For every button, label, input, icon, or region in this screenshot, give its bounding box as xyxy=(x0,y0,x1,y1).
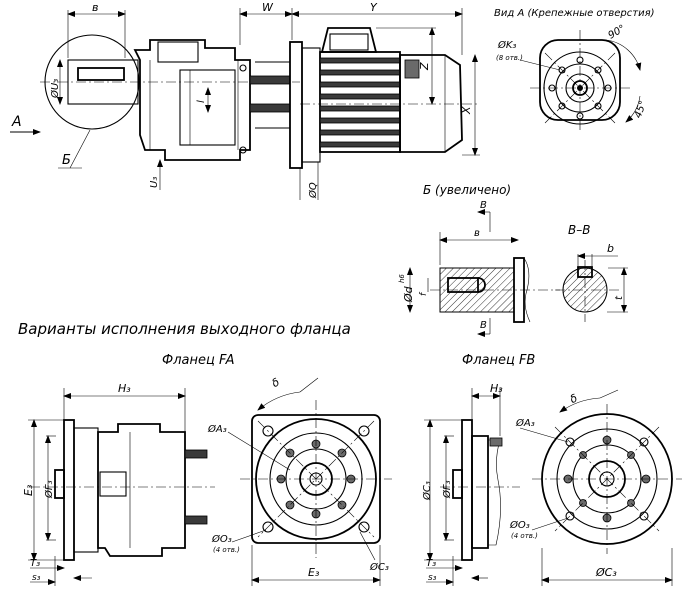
c3-fb-bottom: ØC₃ xyxy=(595,566,617,579)
a3-fa: ØA₃ xyxy=(207,423,227,435)
flange-fb-title: Фланец FB xyxy=(462,353,535,368)
motor-body xyxy=(319,51,401,153)
dim-l: l xyxy=(196,100,207,103)
dim-b-top: в xyxy=(92,1,98,14)
t3-fa: T₃ xyxy=(30,558,40,569)
shaft-key xyxy=(77,67,125,81)
dim-f: f xyxy=(419,291,429,296)
kz-count: (8 отв.) xyxy=(496,54,523,62)
view-a-title: Вид A (Крепежные отверстия) xyxy=(494,8,655,19)
variants-title: Варианты исполнения выходного фланца xyxy=(18,320,351,338)
f3-fa: ØF₃ xyxy=(43,480,55,499)
h3-fb: H₃ xyxy=(490,382,503,395)
dim-w: W xyxy=(262,1,274,14)
flange-fa-title: Фланец FA xyxy=(162,353,235,368)
main-side-view: в W Y Z X l ØU₃ U₃ ØQ A Б xyxy=(10,1,480,200)
dim-x: X xyxy=(460,106,473,115)
dim-b-small: b xyxy=(607,242,614,255)
c3-fb-vert: ØC₃ xyxy=(421,481,433,501)
dim-t: t xyxy=(614,295,625,300)
f3-fb: ØF₃ xyxy=(441,480,453,499)
s3-fa: s₃ xyxy=(32,573,41,583)
h3-fa: H₃ xyxy=(118,382,131,395)
flange-fb-side: H₃ ØC₃ ØF₃ T₃ s₃ xyxy=(421,382,520,586)
e3-bottom: E₃ xyxy=(308,566,320,579)
o3-fb-count: (4 отв.) xyxy=(511,532,538,540)
section-title: В–В xyxy=(568,223,590,237)
angle-45: 45° xyxy=(633,99,649,119)
view-a: Вид A (Крепежные отверстия) 90° 45° ØK₃ … xyxy=(494,8,655,130)
delta-fb: δ xyxy=(568,391,580,406)
section-bb: В–В b t xyxy=(555,223,628,322)
delta-fa: δ xyxy=(270,375,283,390)
dim-d: Ød xyxy=(402,285,415,303)
dim-q: ØQ xyxy=(307,182,319,199)
o3-fb: ØO₃ xyxy=(509,519,530,531)
arrow-a-label: A xyxy=(11,114,22,130)
o3-fa: ØO₃ xyxy=(211,533,232,545)
detail-b-title: Б (увеличено) xyxy=(423,183,511,197)
detail-b-enlarged: Б (увеличено) В в Ød h6 f В xyxy=(398,183,560,337)
section-b-bottom: В xyxy=(480,320,487,331)
e3-vert: E₃ xyxy=(22,484,35,496)
dim-z: Z xyxy=(418,62,431,71)
flange-fb-front: δ ØA₃ ØO₃ (4 отв.) ØC₃ xyxy=(509,389,682,586)
reducer-body xyxy=(133,39,251,161)
t3-fb: T₃ xyxy=(426,558,436,569)
kz-label: ØK₃ xyxy=(497,39,516,51)
dim-u3-vert: ØU₃ xyxy=(49,79,61,99)
dim-b-detail: в xyxy=(474,228,480,239)
dim-y: Y xyxy=(370,1,378,14)
a3-fb: ØA₃ xyxy=(515,417,535,429)
dim-u3: U₃ xyxy=(149,177,160,188)
angle-90: 90° xyxy=(606,23,627,41)
terminal-box xyxy=(320,27,378,53)
flange-fa-side: H₃ E₃ ØF₃ T₃ s₃ xyxy=(22,382,215,586)
c3-fa: ØC₃ xyxy=(369,561,389,573)
flange-fa-front: δ ØA₃ ØO₃ (4 отв.) ØC₃ E₃ xyxy=(207,375,392,586)
s3-fb: s₃ xyxy=(428,573,437,583)
section-b-top: В xyxy=(480,200,487,211)
motor-flange xyxy=(289,41,303,169)
dim-d-tol: h6 xyxy=(398,274,406,283)
detail-b-label: Б xyxy=(62,153,71,168)
o3-fa-count: (4 отв.) xyxy=(213,546,240,554)
